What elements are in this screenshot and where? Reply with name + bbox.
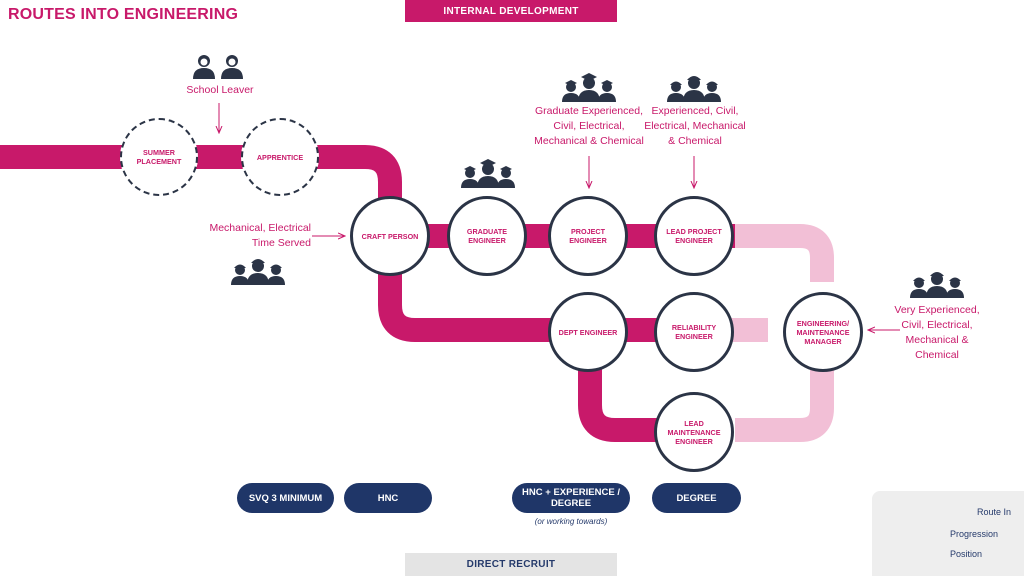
note-school-leaver: School Leaver: [186, 84, 254, 96]
legend-position: Position: [950, 549, 983, 559]
route-lead-project-to-manager: [735, 224, 834, 282]
workers-hardhat-icon: [231, 259, 285, 285]
node-summer-placement: SUMMER PLACEMENT: [120, 118, 198, 196]
node-dept-engineer: DEPT ENGINEER: [548, 292, 628, 372]
node-engineering-maintenance-manager: ENGINEERING/ MAINTENANCE MANAGER: [783, 292, 863, 372]
node-project-engineer: PROJECT ENGINEER: [548, 196, 628, 276]
qualification-hnc-experience: HNC + EXPERIENCE / DEGREE: [512, 483, 630, 513]
qualification-note: (or working towards): [534, 517, 608, 526]
route-dept-to-lead-maint: [578, 360, 660, 442]
workers-hardhat-icon: [910, 272, 964, 298]
legend-progression: Progression: [950, 529, 999, 539]
direct-recruit-banner: DIRECT RECRUIT: [405, 553, 617, 576]
qualification-hnc: HNC: [344, 483, 432, 513]
node-craft-person: CRAFT PERSON: [350, 196, 430, 276]
graduates-icon: [562, 73, 616, 102]
page-title: ROUTES INTO ENGINEERING: [8, 6, 239, 23]
internal-development-banner: INTERNAL DEVELOPMENT: [405, 0, 617, 22]
note-very-experienced: Very Experienced, Civil, Electrical, Mec…: [894, 304, 980, 361]
note-mechanical-electrical: Mechanical, Electrical Time Served: [209, 222, 311, 249]
note-experienced-civil: Experienced, Civil, Electrical, Mechanic…: [644, 105, 746, 147]
legend-route-in: Route In: [977, 507, 1012, 517]
route-school-to-craft: [0, 145, 402, 200]
note-graduate-experienced: Graduate Experienced, Civil, Electrical,…: [534, 105, 644, 147]
route-craft-to-dept: [378, 270, 560, 342]
node-apprentice: APPRENTICE: [241, 118, 319, 196]
node-reliability-engineer: RELIABILITY ENGINEER: [654, 292, 734, 372]
qualification-degree: DEGREE: [652, 483, 741, 513]
node-lead-project-engineer: LEAD PROJECT ENGINEER: [654, 196, 734, 276]
legend-panel: [872, 491, 1024, 576]
graduates-icon: [461, 159, 515, 188]
route-lead-maint-to-manager: [735, 368, 834, 442]
node-graduate-engineer: GRADUATE ENGINEER: [447, 196, 527, 276]
two-people-icon: [193, 55, 243, 79]
node-lead-maintenance-engineer: LEAD MAINTENANCE ENGINEER: [654, 392, 734, 472]
qualification-svq3: SVQ 3 MINIMUM: [237, 483, 334, 513]
workers-hardhat-icon: [667, 76, 721, 102]
